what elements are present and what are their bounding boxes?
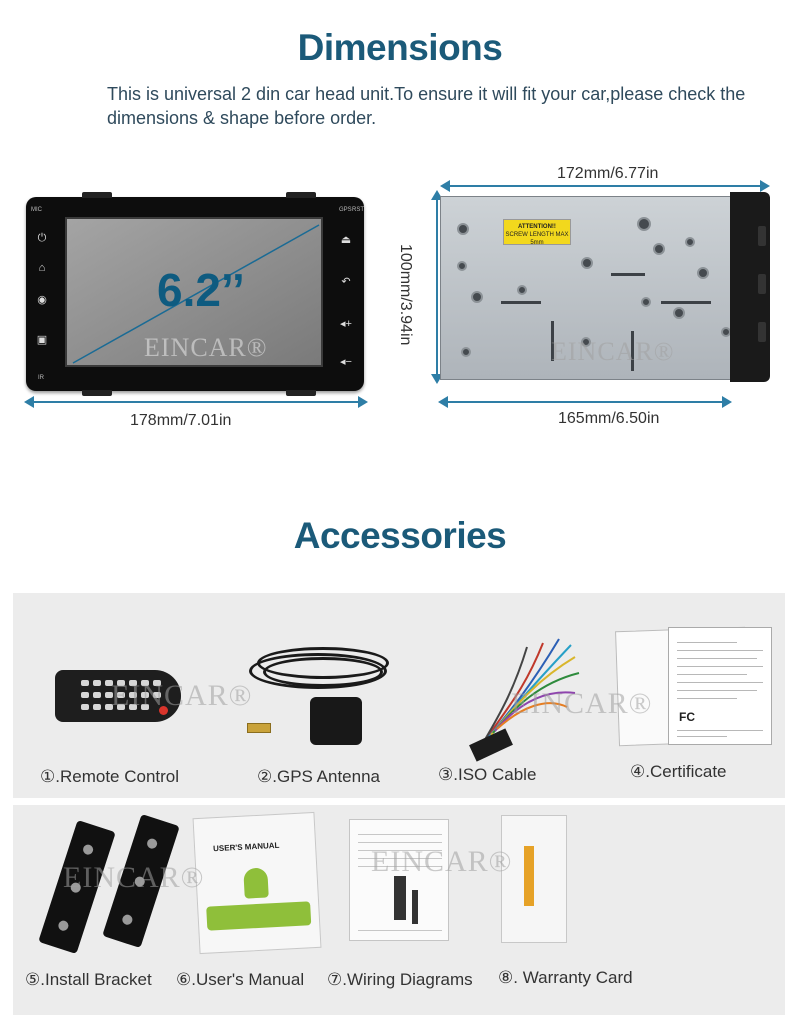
accessories-title: Accessories — [293, 515, 507, 556]
users-manual: USER'S MANUAL — [192, 811, 322, 955]
watermark-front: EINCAR® — [144, 333, 268, 362]
caption-install-bracket: ⑤.Install Bracket — [25, 970, 152, 989]
rst-label: RST — [352, 207, 364, 213]
head-unit-screen: 6.2’’ — [65, 217, 323, 367]
screen-size-label: 6.2’’ — [157, 264, 245, 316]
caption-remote-control: ①.Remote Control — [40, 767, 180, 786]
caption-gps-antenna: ②.GPS Antenna — [257, 767, 380, 786]
remote-control — [55, 670, 181, 722]
certificate: FC — [668, 627, 772, 745]
gps-label: GPS — [339, 207, 352, 213]
home-icon: ⌂ — [38, 262, 46, 274]
caption-certificate: ④.Certificate — [630, 762, 727, 781]
side-top-width-label: 172mm/6.77in — [557, 165, 659, 182]
dimensions-intro: This is universal 2 din car head unit.To… — [107, 82, 767, 130]
caption-warranty-card: ⑧. Warranty Card — [498, 968, 633, 987]
side-top-arrow — [440, 180, 770, 192]
metal-chassis: ATTENTION!! SCREW LENGTH MAX 5mm EINCAR® — [440, 196, 732, 380]
mic-label: MIC — [31, 207, 42, 213]
nav-icon: ◉ — [37, 294, 47, 306]
attention-sticker: ATTENTION!! SCREW LENGTH MAX 5mm — [503, 219, 571, 246]
height-arrow — [431, 190, 443, 384]
side-bottom-width-label: 165mm/6.50in — [558, 410, 660, 427]
watermark-panel-2a: EINCAR® — [63, 861, 205, 894]
watermark-panel-2b: EINCAR® — [371, 845, 513, 878]
warranty-card-band — [524, 846, 534, 906]
front-width-arrow — [24, 396, 368, 408]
watermark-side: EINCAR® — [551, 337, 675, 366]
faceplate-side — [730, 192, 770, 382]
gps-connector — [247, 723, 271, 733]
caption-iso-cable: ③.ISO Cable — [438, 765, 537, 784]
accessories-panel-2: USER'S MANUAL EINCAR® EINCAR® ⑤.Install … — [13, 805, 785, 1015]
android-icon — [243, 867, 269, 899]
wiring-diagrams — [349, 819, 449, 941]
head-unit-side: ATTENTION!! SCREW LENGTH MAX 5mm EINCAR® — [440, 192, 770, 382]
accessories-panel-1: FC EINCAR® EINCAR® ①.Remote Control ②.GP… — [13, 593, 785, 798]
dimensions-title: Dimensions — [297, 27, 503, 68]
head-unit-front: MIC GPS RST IR ⏻ ⌂ ◉ ▣ ⏏ ↶ ◂+ ◂− 6.2’’ E… — [26, 192, 364, 396]
android-logo-band — [206, 901, 312, 931]
radio-icon: ▣ — [36, 334, 48, 346]
intro-line-1: This is universal 2 din car head unit.To… — [107, 84, 746, 104]
eject-icon: ⏏ — [340, 234, 352, 246]
watermark-panel-1a: EINCAR® — [111, 679, 253, 712]
volume-down-icon: ◂− — [340, 356, 352, 368]
warranty-card — [501, 815, 567, 943]
intro-line-2: dimensions & shape before order. — [107, 108, 377, 128]
caption-users-manual: ⑥.User's Manual — [176, 970, 305, 989]
front-width-label: 178mm/7.01in — [130, 412, 232, 429]
back-icon: ↶ — [341, 276, 351, 288]
caption-wiring-diagrams: ⑦.Wiring Diagrams — [327, 970, 473, 989]
side-bottom-arrow — [438, 396, 732, 408]
ir-label: IR — [38, 375, 44, 381]
watermark-panel-1b: EINCAR® — [511, 687, 653, 720]
screen-diagonal — [72, 224, 320, 364]
volume-up-icon: ◂+ — [340, 318, 352, 330]
height-label: 100mm/3.94in — [397, 244, 414, 346]
manual-cover-title: USER'S MANUAL — [212, 840, 280, 854]
fcc-mark: FC — [679, 710, 695, 724]
gps-antenna — [310, 697, 362, 745]
power-icon: ⏻ — [37, 232, 47, 244]
